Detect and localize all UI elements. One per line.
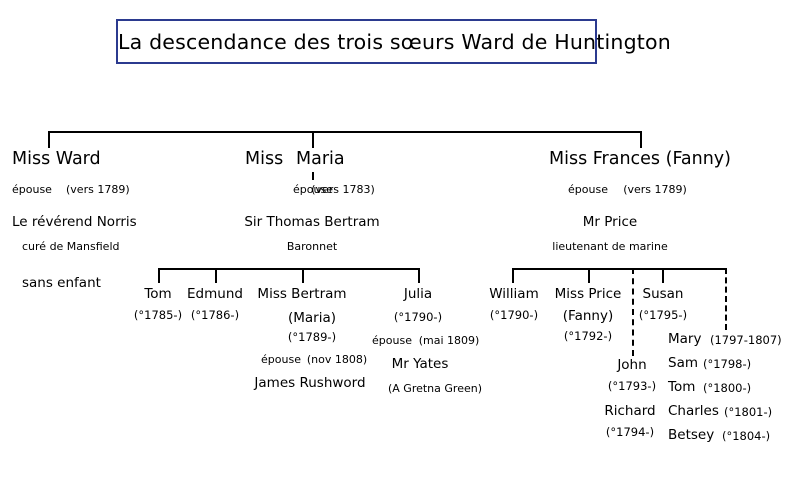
diagram-title-box: La descendance des trois sœurs Ward de H… xyxy=(116,19,671,64)
person-julia-bertram-date: (°1790-) xyxy=(393,310,443,324)
person-miss-price-date: (°1792-) xyxy=(563,329,613,343)
bertram-bracket-drop-tom xyxy=(158,268,160,283)
sisters-bracket-horizontal xyxy=(48,131,642,133)
person-charles-price-date: (°1801-) xyxy=(724,405,773,419)
bertram-bracket-drop-edmund xyxy=(215,268,217,283)
price-children-bracket-horizontal xyxy=(512,268,727,270)
bertram-marriage-date: (vers 1783) xyxy=(311,183,375,196)
person-miss-ward-name: Miss Ward xyxy=(12,149,101,169)
person-betsey-price-date: (°1804-) xyxy=(722,429,771,443)
price-bracket-drop-william xyxy=(512,268,514,283)
person-sir-thomas-bertram-name: Sir Thomas Bertram xyxy=(244,214,380,230)
person-susan-price-name: Susan xyxy=(642,286,684,302)
julia-marriage-place-note: (A Gretna Green) xyxy=(387,382,482,395)
price-bracket-dashed-drop-extra xyxy=(725,268,727,330)
bertram-bracket-drop-miss-bertram xyxy=(302,268,304,283)
person-miss-bertram-date: (°1789-) xyxy=(287,330,337,344)
miss-bertram-marriage-date: (nov 1808) xyxy=(306,353,368,366)
person-miss-bertram-alias: (Maria) xyxy=(287,310,337,326)
person-miss-maria-name-part2: Maria xyxy=(296,149,345,169)
sisters-bracket-drop-ward xyxy=(48,131,50,148)
sir-thomas-bertram-title: Baronnet xyxy=(286,240,338,253)
person-james-rushword-name: James Rushword xyxy=(254,375,366,391)
miss-bertram-marriage-label: épouse xyxy=(261,353,301,366)
person-mr-price-name: Mr Price xyxy=(582,214,638,230)
person-tom-price-date: (°1800-) xyxy=(703,381,752,395)
person-mary-price-date: (1797-1807) xyxy=(710,333,782,347)
person-charles-price-name: Charles xyxy=(668,403,719,419)
person-julia-bertram-name: Julia xyxy=(403,286,433,302)
person-reverend-norris-name: Le révérend Norris xyxy=(12,214,137,230)
ward-marriage-label: épouse xyxy=(12,183,52,196)
person-susan-price-date: (°1795-) xyxy=(638,308,688,322)
person-john-price-name: John xyxy=(617,357,647,373)
price-marriage-label: épouse xyxy=(568,183,608,196)
maria-marriage-tick xyxy=(312,172,314,180)
person-mr-yates-name: Mr Yates xyxy=(391,356,449,372)
person-richard-price-date: (°1794-) xyxy=(605,425,655,439)
person-miss-price-alias: (Fanny) xyxy=(562,308,614,324)
person-william-price-date: (°1790-) xyxy=(489,308,539,322)
person-edmund-bertram-name: Edmund xyxy=(187,286,243,302)
price-bracket-dashed-drop-john xyxy=(632,268,634,356)
person-william-price-name: William xyxy=(489,286,539,302)
person-tom-bertram-date: (°1785-) xyxy=(133,308,183,322)
person-sam-price-name: Sam xyxy=(668,355,698,371)
sisters-bracket-drop-maria xyxy=(312,131,314,148)
julia-marriage-label: épouse xyxy=(372,334,412,347)
person-mary-price-name: Mary xyxy=(668,331,702,347)
price-marriage-date: (vers 1789) xyxy=(623,183,687,196)
person-tom-bertram-name: Tom xyxy=(144,286,172,302)
person-tom-price-name: Tom xyxy=(668,379,696,395)
page-title: La descendance des trois sœurs Ward de H… xyxy=(118,29,671,54)
person-edmund-bertram-date: (°1786-) xyxy=(190,308,240,322)
julia-marriage-date: (mai 1809) xyxy=(418,334,480,347)
person-betsey-price-name: Betsey xyxy=(668,427,715,443)
sisters-bracket-drop-frances xyxy=(640,131,642,148)
bertram-bracket-drop-julia xyxy=(418,268,420,283)
bertram-children-bracket-horizontal xyxy=(158,268,420,270)
person-miss-maria-name-part1: Miss xyxy=(245,149,284,169)
reverend-norris-title: curé de Mansfield xyxy=(22,240,120,253)
mr-price-title: lieutenant de marine xyxy=(552,240,668,253)
bertram-marriage-label: épouse xyxy=(293,183,333,196)
person-sam-price-date: (°1798-) xyxy=(703,357,752,371)
person-miss-price-name: Miss Price xyxy=(554,286,622,302)
ward-no-children-note: sans enfant xyxy=(22,275,101,291)
person-miss-frances-name: Miss Frances (Fanny) xyxy=(548,149,731,169)
person-miss-bertram-name: Miss Bertram xyxy=(257,286,347,302)
ward-marriage-date: (vers 1789) xyxy=(66,183,130,196)
price-bracket-drop-miss-price xyxy=(588,268,590,283)
person-richard-price-name: Richard xyxy=(604,403,656,419)
price-bracket-drop-susan xyxy=(662,268,664,283)
person-john-price-date: (°1793-) xyxy=(607,379,657,393)
